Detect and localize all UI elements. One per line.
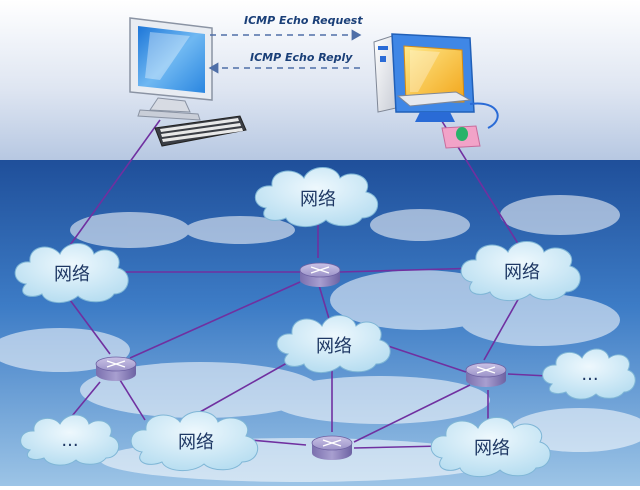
receiver-computer	[373, 33, 499, 149]
router-center-top	[299, 262, 341, 287]
background-clouds	[0, 195, 640, 482]
icmp-arrows: ICMP Echo Request ICMP Echo Reply	[208, 14, 363, 74]
cloud-bottom-right: 网络	[430, 417, 551, 477]
cloud-bottom-right-label: 网络	[474, 438, 510, 459]
network-clouds: 网络 网络 网络 网络 网络 网络 ... ...	[14, 167, 636, 477]
cloud-bottom-center-label: 网络	[178, 432, 214, 453]
cloud-right: 网络	[460, 241, 581, 301]
top-band	[0, 0, 640, 160]
cloud-right-label: 网络	[504, 262, 540, 283]
cloud-center: 网络	[276, 315, 391, 373]
cloud-bottom-left: ...	[20, 414, 120, 466]
router-left	[95, 356, 137, 381]
router-arrows-icon	[106, 360, 126, 368]
request-label: ICMP Echo Request	[244, 14, 363, 27]
reply-label: ICMP Echo Reply	[250, 51, 353, 64]
router-right	[465, 362, 507, 387]
router-bottom	[311, 435, 353, 460]
cloud-bottom-center: 网络	[130, 411, 258, 471]
cloud-top-label: 网络	[300, 189, 336, 210]
cloud-left: 网络	[14, 243, 129, 303]
cloud-top: 网络	[255, 167, 378, 227]
cloud-left-label: 网络	[54, 264, 90, 285]
cloud-bottom-left-label: ...	[61, 430, 78, 451]
network-links	[67, 117, 549, 449]
router-arrows-icon	[476, 366, 496, 374]
sender-computer	[129, 17, 247, 147]
routers	[95, 262, 507, 460]
router-arrows-icon	[310, 266, 330, 274]
cloud-far-right-label: ...	[581, 364, 598, 385]
cloud-center-label: 网络	[316, 336, 352, 357]
cloud-far-right: ...	[542, 348, 636, 400]
router-arrows-icon	[322, 439, 342, 447]
